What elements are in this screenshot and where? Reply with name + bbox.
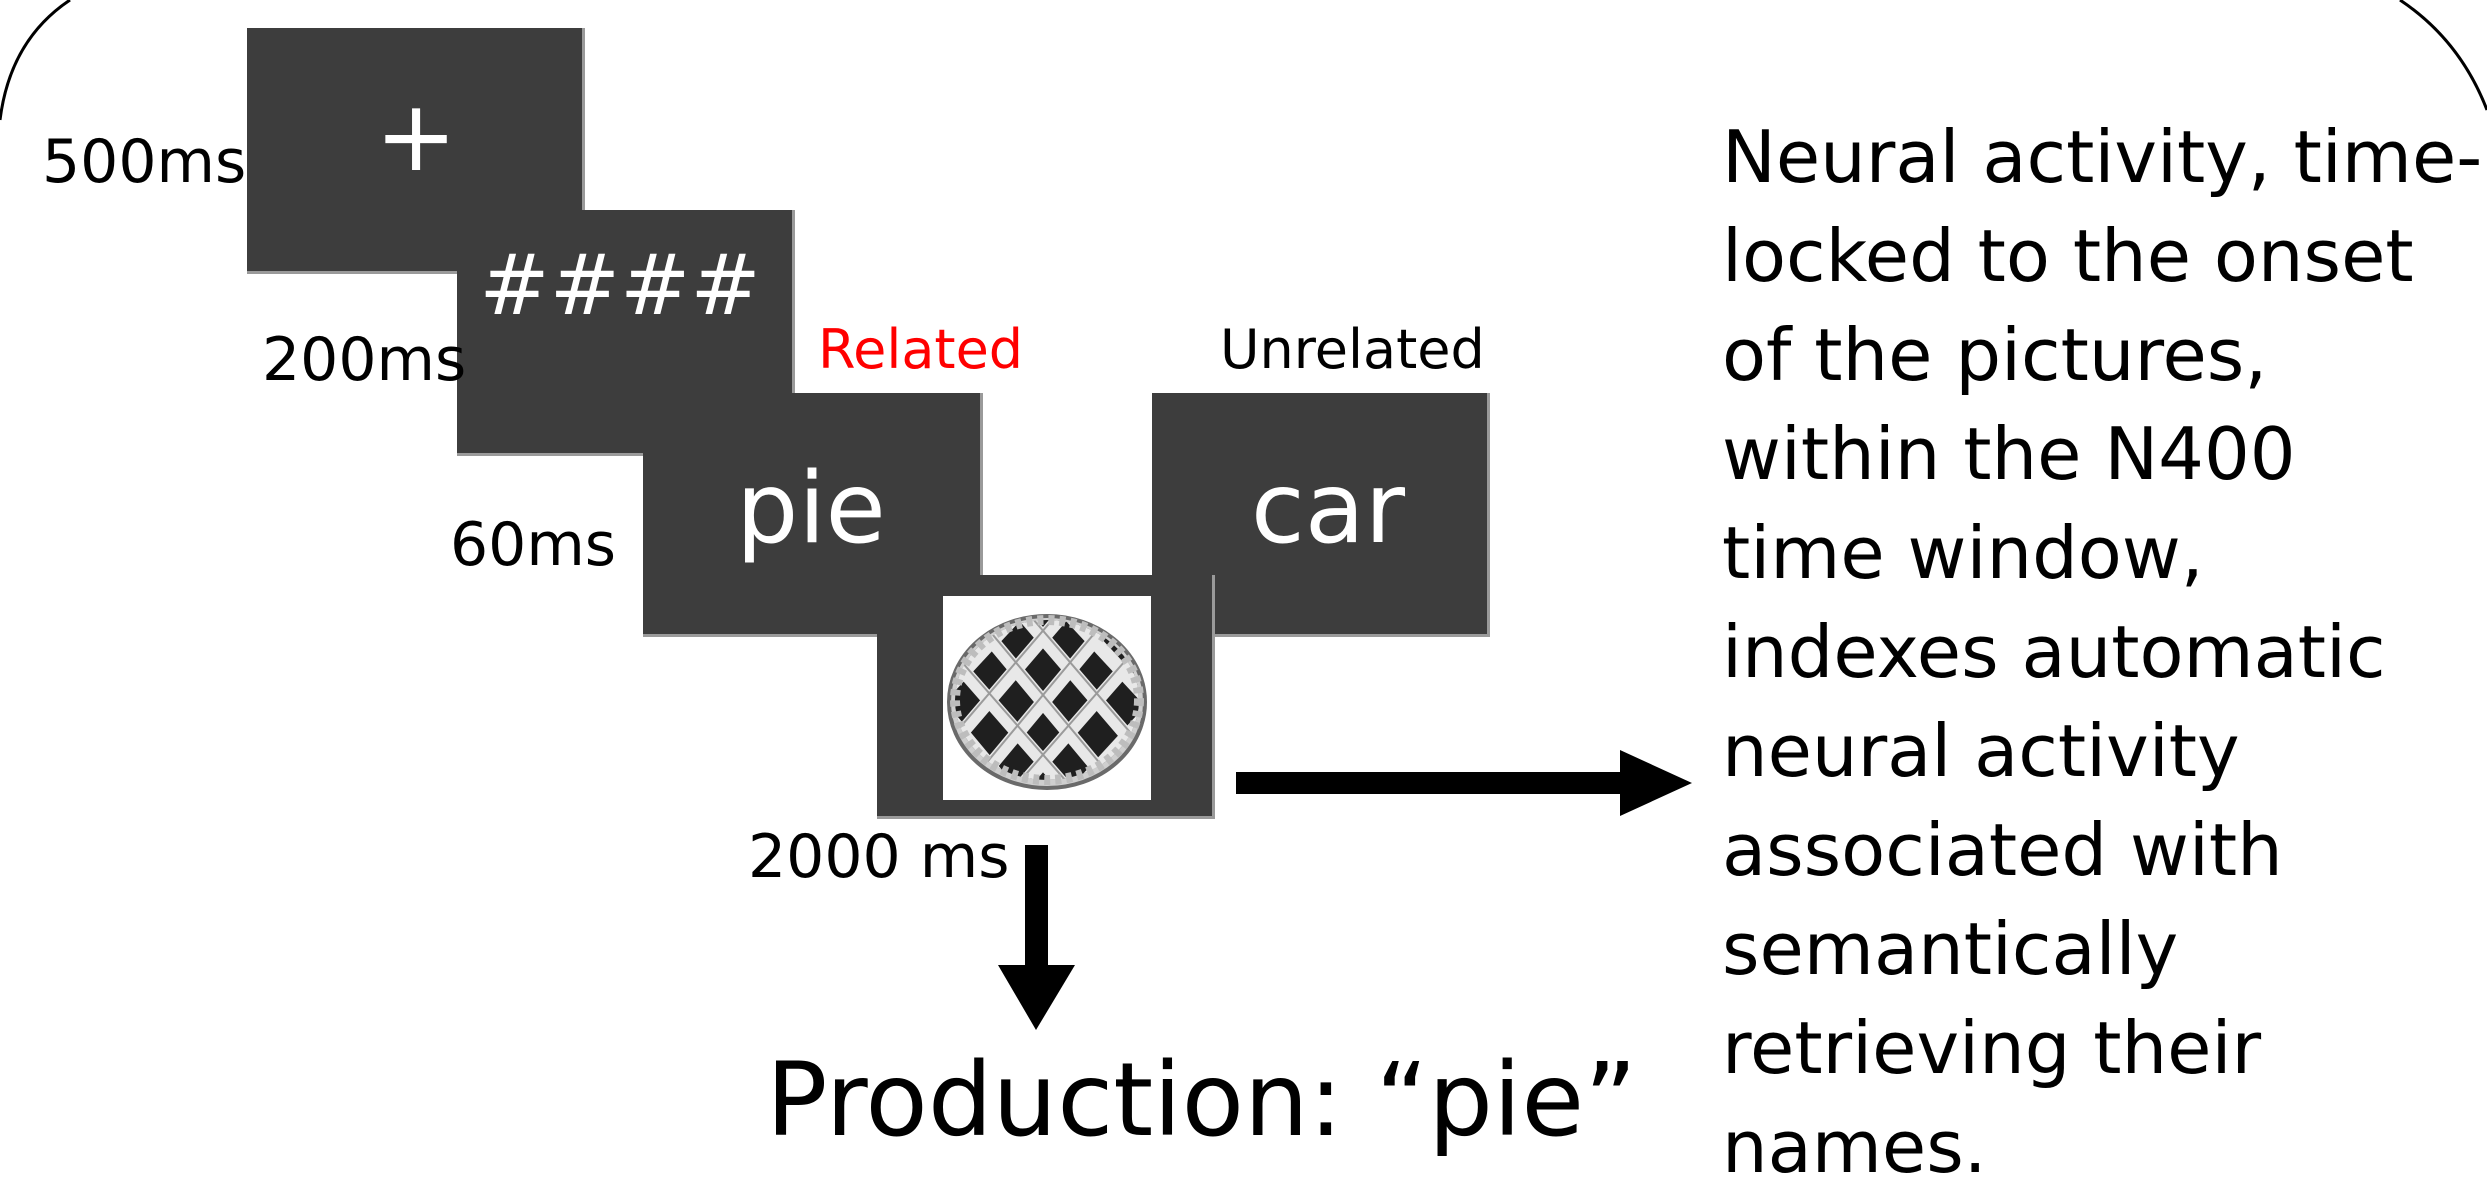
description-line: within the N400 [1722, 412, 2296, 496]
fixation-duration-label: 500ms [42, 127, 247, 197]
description-line: of the pictures, [1722, 313, 2268, 397]
mask-duration-label: 200ms [262, 325, 467, 395]
production-label: Production: “pie” [766, 1041, 1637, 1160]
description-line: locked to the onset [1722, 214, 2414, 298]
description-line: time window, [1722, 511, 2204, 595]
unrelated-condition-label: Unrelated [1220, 318, 1485, 381]
description-line: retrieving their [1722, 1006, 2262, 1090]
mask-stimulus: #### [479, 236, 761, 334]
description-line: neural activity [1722, 709, 2240, 793]
description-text: Neural activity, time- locked to the ons… [1722, 108, 2483, 1197]
unrelated-prime-screen: car [1152, 393, 1490, 637]
description-line: names. [1722, 1105, 1987, 1189]
fixation-cross: + [374, 80, 458, 194]
related-prime-word: pie [736, 452, 886, 566]
unrelated-prime-word: car [1250, 452, 1406, 566]
description-line: associated with [1722, 808, 2283, 892]
description-line: Neural activity, time- [1722, 115, 2483, 199]
mask-screen: #### [457, 210, 795, 456]
pie-picture-frame [943, 596, 1151, 800]
related-condition-label: Related [818, 318, 1024, 381]
description-line: indexes automatic [1722, 610, 2386, 694]
description-line: semantically [1722, 907, 2179, 991]
prime-duration-label: 60ms [450, 510, 617, 580]
pie-picture-icon [947, 614, 1147, 790]
picture-duration-label: 2000 ms [748, 822, 1010, 892]
